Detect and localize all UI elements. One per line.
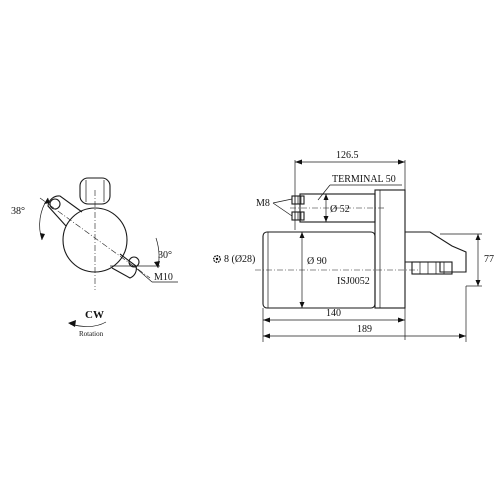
dim-126-5-label: 126.5 bbox=[336, 150, 359, 161]
drive-flange bbox=[374, 189, 406, 309]
dim-189-label: 189 bbox=[357, 324, 372, 335]
terminal-50-label: TERMINAL 50 bbox=[332, 174, 396, 185]
mounting-ear-left bbox=[47, 195, 83, 227]
gear-icon bbox=[213, 255, 221, 263]
dia-52-label: Ø 52 bbox=[330, 204, 350, 215]
m8-label: M8 bbox=[256, 198, 270, 209]
angle-30-label: 30° bbox=[158, 250, 172, 261]
cw-label: CW bbox=[85, 309, 104, 321]
angle-38-label: 38° bbox=[11, 206, 25, 217]
rotation-label: Rotation bbox=[79, 330, 104, 338]
side-view: 126.5 TERMINAL 50 M8 Ø 52 Ø 90 bbox=[213, 150, 494, 342]
m10-label: M10 bbox=[154, 272, 173, 283]
end-view: 38° 30° M10 CW Rotation bbox=[11, 177, 178, 338]
dim-140-label: 140 bbox=[326, 308, 341, 319]
part-number-label: ISJ0052 bbox=[337, 276, 370, 287]
pinion-housing bbox=[405, 231, 467, 273]
dia-90-label: Ø 90 bbox=[307, 256, 327, 267]
dim-77-label: 77 bbox=[484, 254, 494, 265]
teeth-count-label: 8 (Ø28) bbox=[224, 254, 255, 265]
pinion-gear bbox=[411, 261, 453, 275]
